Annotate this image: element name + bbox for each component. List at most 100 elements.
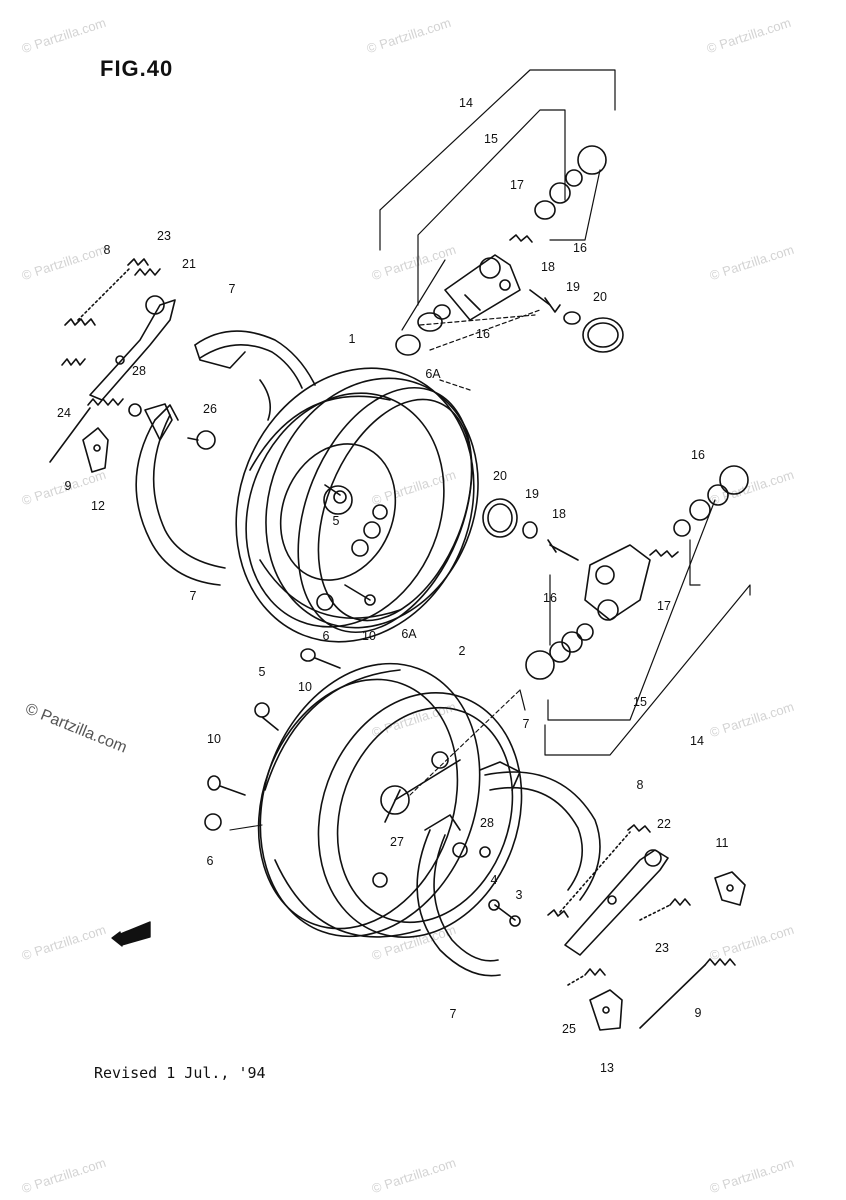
callout-7: 7: [229, 282, 236, 296]
upper-ring-20: [582, 317, 624, 353]
callout-6: 6: [323, 629, 330, 643]
callout-28: 28: [132, 364, 146, 378]
upper-wheel-cylinder: [444, 254, 521, 321]
upper-adjuster-lever: [89, 295, 176, 401]
middle-wheel-cylinder: [584, 544, 651, 621]
lower-clip-13: [589, 989, 623, 1031]
callout-25: 25: [562, 1022, 576, 1036]
callout-5: 5: [259, 665, 266, 679]
revision-note: Revised 1 Jul., '94: [94, 1064, 266, 1082]
callout-17: 17: [510, 178, 524, 192]
lower-bolt-5: [254, 702, 279, 731]
callout-6A: 6A: [425, 367, 441, 381]
lower-adjuster-lever: [564, 849, 669, 956]
callout-28: 28: [480, 816, 494, 830]
callout-18: 18: [552, 507, 566, 521]
upper-nut-6: [316, 593, 334, 611]
callout-21: 21: [182, 257, 196, 271]
upper-brake-shoe-top: [194, 330, 316, 421]
front-direction-arrow-icon: [111, 921, 151, 947]
callout-8: 8: [637, 778, 644, 792]
callout-2: 2: [459, 644, 466, 658]
callout-8: 8: [104, 243, 111, 257]
lower-brake-drum: [257, 662, 481, 938]
upper-spring-24: [61, 358, 86, 366]
callout-20: 20: [493, 469, 507, 483]
middle-ring-20: [482, 498, 518, 538]
lower-spring-25: [567, 968, 606, 986]
lower-bolt-10-upper: [300, 648, 341, 669]
callout-9: 9: [695, 1006, 702, 1020]
upper-spring-23: [134, 268, 161, 276]
callout-5: 5: [333, 514, 340, 528]
upper-brake-drum: [235, 367, 479, 643]
callout-7: 7: [523, 717, 530, 731]
upper-bolt-5: [324, 484, 347, 504]
lower-spring-9: [639, 958, 736, 1029]
callout-16: 16: [573, 241, 587, 255]
upper-bolt-26: [187, 430, 216, 450]
callout-23: 23: [157, 229, 171, 243]
callout-14: 14: [690, 734, 704, 748]
upper-spring-8: [64, 258, 149, 326]
callout-12: 12: [91, 499, 105, 513]
callout-19: 19: [525, 487, 539, 501]
upper-cylinder-parts-right: [509, 145, 607, 243]
callout-10: 10: [207, 732, 221, 746]
lower-spring-23: [639, 898, 691, 921]
lower-nut-6: [204, 813, 222, 831]
lower-washer-4: [488, 899, 500, 911]
callout-10: 10: [362, 629, 376, 643]
callout-19: 19: [566, 280, 580, 294]
callout-11: 11: [716, 836, 729, 850]
upper-nut-28: [128, 403, 142, 417]
callout-20: 20: [593, 290, 607, 304]
upper-callout-brackets: [379, 69, 616, 391]
callout-1: 1: [349, 332, 356, 346]
lower-nut-28: [479, 846, 491, 858]
callout-17: 17: [657, 599, 671, 613]
upper-clip-12: [82, 427, 109, 473]
callout-15: 15: [484, 132, 498, 146]
lower-brake-shoe-right: [479, 761, 601, 901]
middle-cylinder-parts-right: [649, 465, 749, 558]
callout-labels: 14 15 17 16 18 19 20 16 8 23 21 7 1 6A 2…: [57, 96, 728, 1075]
callout-26: 26: [203, 402, 217, 416]
callout-6: 6: [207, 854, 214, 868]
lower-clip-11: [714, 871, 746, 906]
figure-title: FIG.40: [100, 56, 174, 81]
callout-6A: 6A: [401, 627, 417, 641]
callout-3: 3: [516, 888, 523, 902]
upper-bolt-10: [344, 584, 376, 606]
callout-15: 15: [633, 695, 647, 709]
callout-13: 13: [600, 1061, 614, 1075]
upper-spring-9: [49, 398, 124, 463]
callout-9: 9: [65, 479, 72, 493]
middle-callout-brackets: [519, 499, 751, 756]
lower-spring-8: [547, 824, 651, 918]
callout-7: 7: [450, 1007, 457, 1021]
callout-4: 4: [491, 873, 498, 887]
callout-27: 27: [390, 835, 404, 849]
upper-cap-19: [563, 311, 581, 325]
upper-bleeder-screw-18: [529, 289, 561, 313]
callout-16: 16: [476, 327, 490, 341]
upper-drum-rim: [297, 386, 473, 634]
callout-24: 24: [57, 406, 71, 420]
lower-cam-27: [384, 789, 401, 823]
callout-14: 14: [459, 96, 473, 110]
lower-brake-shoe-left: [416, 814, 501, 977]
middle-cap-19: [522, 521, 538, 539]
callout-16: 16: [691, 448, 705, 462]
callout-18: 18: [541, 260, 555, 274]
middle-bleeder-18: [547, 539, 579, 561]
callout-10: 10: [298, 680, 312, 694]
lower-leader-lines: [229, 689, 521, 831]
callout-23: 23: [655, 941, 669, 955]
upper-cylinder-parts-left: [395, 304, 451, 356]
lower-backing-plate: [317, 692, 523, 938]
upper-brake-shoe-left: [135, 403, 226, 586]
callout-22: 22: [657, 817, 671, 831]
